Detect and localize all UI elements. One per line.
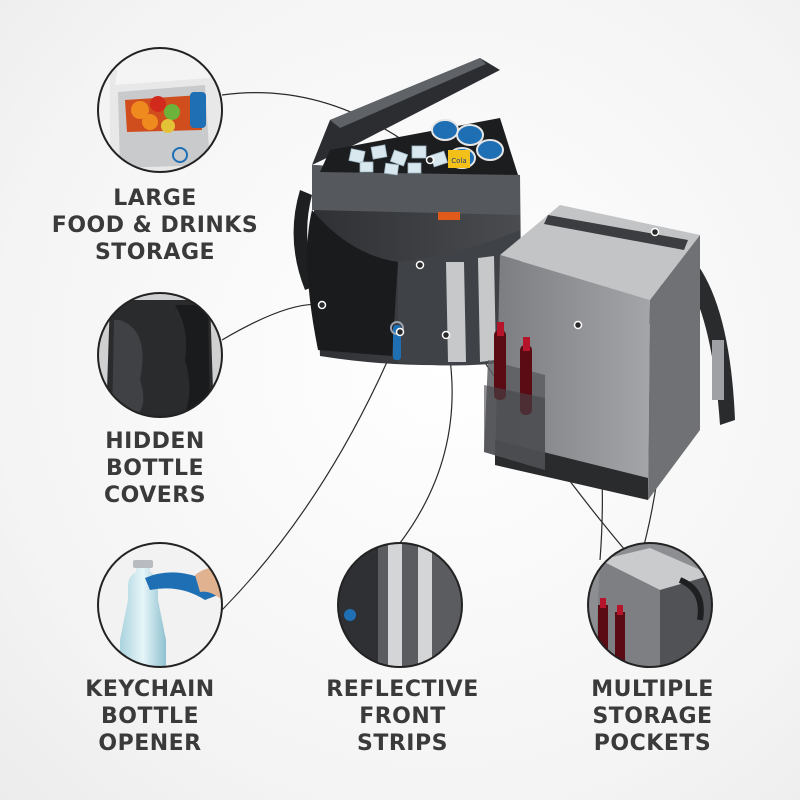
feature-label-line: POCKETS [593,731,712,756]
brand-logo [438,212,460,220]
callout-circle-covers [97,292,223,418]
feature-label-line: LARGE [113,186,197,211]
back-backpack [484,205,735,500]
callout-circle-food [97,47,223,173]
callout-circle-pockets [587,542,713,668]
feature-label-line: BOTTLE [100,704,200,729]
cola-cans: Cola [431,119,504,169]
feature-label-opener: KEYCHAIN BOTTLE OPENER [45,676,255,757]
feature-label-line: KEYCHAIN [85,677,215,702]
callout-circle-strips [337,542,463,668]
feature-label-covers: HIDDEN BOTTLE COVERS [60,428,250,509]
feature-label-line: FOOD & DRINKS [51,213,259,238]
front-backpack: Cola [293,58,522,366]
feature-label-line: REFLECTIVE [326,677,479,702]
feature-label-line: OPENER [98,731,202,756]
feature-label-line: COVERS [103,483,207,508]
feature-label-line: HIDDEN [105,429,205,454]
feature-label-line: STORAGE [592,704,713,729]
ice-cubes [348,144,449,176]
callout-circle-opener [97,542,223,668]
feature-label-pockets: MULTIPLE STORAGE POCKETS [550,676,755,757]
feature-label-line: MULTIPLE [591,677,714,702]
callout-dots [317,155,660,340]
feature-label-line: FRONT [359,704,446,729]
feature-label-line: BOTTLE [105,456,205,481]
feature-label-food: LARGE FOOD & DRINKS STORAGE [40,185,270,266]
feature-label-line: STORAGE [94,240,216,265]
feature-label-strips: REFLECTIVE FRONT STRIPS [300,676,505,757]
can-label: Cola [451,157,466,165]
feature-label-line: STRIPS [357,731,448,756]
